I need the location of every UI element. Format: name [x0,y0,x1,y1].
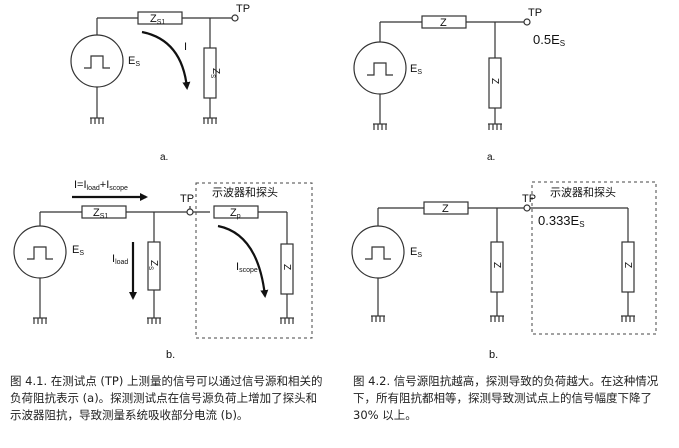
tp-label: TP [236,3,250,15]
tp-node [523,18,531,26]
figure-4-2-caption: 图 4.2. 信号源阻抗越高，探测导致的负荷越大。在这种情况下，所有阻抗都相等，… [353,374,659,422]
scope-current-arrow [217,224,269,298]
diagram-4-2-a [379,21,524,124]
subfig-label-b: b. [489,349,498,361]
scope-probe-box [195,182,313,339]
load-current-label: Iload [112,253,128,266]
load-z-label: Z [489,78,500,84]
tp-label: TP [522,193,536,205]
subfig-label-a: a. [487,152,495,163]
ground-symbol [33,317,47,324]
tp-label: TP [528,7,542,19]
scope-probe-label: 示波器和探头 [212,186,278,199]
ground-symbol [371,315,385,322]
load-z-label: ZS [147,260,159,270]
load-impedance-z [490,241,504,293]
scope-z-label: Z [622,262,633,268]
ground-symbol [280,317,294,324]
zp-label: Zp [230,207,241,220]
load-impedance-z [203,47,217,99]
load-impedance-z [488,57,502,109]
voltage-source-es [353,41,407,95]
ground-symbol [203,117,217,124]
diagram-4-1-a [96,17,232,118]
source-impedance-z [423,201,469,215]
source-impedance-zs1 [137,11,183,25]
scope-z-label: Z [281,264,292,270]
voltage-source-es [13,225,67,279]
es-label: ES [410,246,422,259]
es-label: ES [128,55,140,68]
load-impedance-z [147,241,161,291]
tp-node [231,14,239,22]
load-z-label: Z [491,262,502,268]
source-impedance-z [421,15,467,29]
figure-4-1-caption: 图 4.1. 在测试点 (TP) 上测量的信号可以通过信号源和相关的负荷阻抗表示… [10,374,323,422]
probe-impedance-zp [213,205,259,219]
ground-symbol [147,317,161,324]
diagram-4-1-b [39,206,288,318]
diagram-4-2-b [377,207,629,316]
voltage-source-es [351,225,405,279]
es-label: ES [72,244,84,257]
third-es-label: 0.333ES [538,213,585,229]
ground-symbol [490,315,504,322]
scope-impedance-z [621,241,635,293]
es-label: ES [410,63,422,76]
subfig-label-b: b. [166,349,175,361]
voltage-source-es [70,34,124,88]
tp-node [186,208,194,216]
ground-symbol [373,123,387,130]
source-impedance-zs1 [81,205,127,219]
zs1-label: ZS1 [150,13,165,26]
tp-node [523,204,531,212]
ground-symbol [621,315,635,322]
scope-probe-box [531,181,657,335]
scope-impedance-z [280,243,294,295]
current-arrow [141,30,191,90]
scope-current-label: Iscope [236,261,258,274]
zs1-label: ZS1 [93,207,108,220]
load-z-label: ZS [209,68,221,78]
current-label: I [184,41,187,53]
source-z-label: Z [440,17,447,29]
subfig-label-a: a. [160,152,168,163]
ground-symbol [90,117,104,124]
half-es-label: 0.5ES [533,32,565,48]
scope-probe-label: 示波器和探头 [550,186,616,199]
source-z-label: Z [442,203,449,215]
current-sum-label: I=Iload+Iscope [74,179,128,192]
tp-label: TP [180,193,194,205]
ground-symbol [488,123,502,130]
